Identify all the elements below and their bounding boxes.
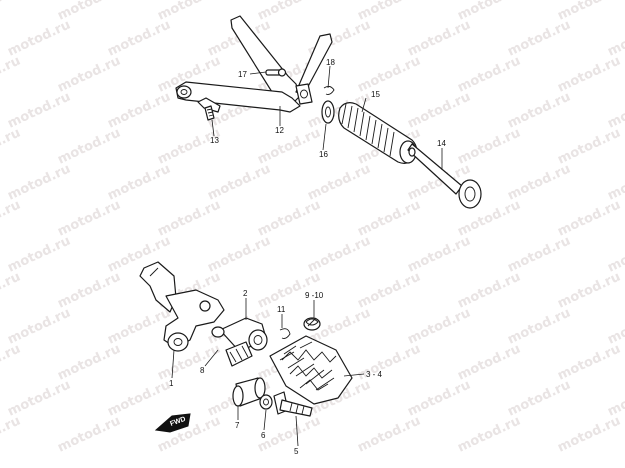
watermark-text: motod.ru [0,269,23,311]
watermark-text: motod.ru [0,125,23,167]
callout-12: 12 [275,126,284,135]
watermark-text: motod.ru [55,413,123,455]
spring-9-10 [303,317,321,331]
callout-3-4: 3 - 4 [366,370,383,379]
shaft-2 [211,317,268,353]
watermark-text: motod.ru [455,413,523,455]
callouts: 17 18 15 14 16 12 13 2 11 9 -10 8 1 7 6 … [169,58,446,456]
callout-7: 7 [235,421,240,430]
footrest-bracket-12 [175,15,333,113]
callout-2: 2 [243,289,248,298]
clip-18 [323,85,335,95]
washer-6 [259,394,273,410]
footrest-3-4 [269,335,353,405]
watermark-text: motod.ru [255,413,323,455]
callout-6: 6 [261,431,266,440]
fwd-arrow-icon: FWD [154,413,191,433]
washer-16 [321,100,335,124]
watermark-text: motod.ru [0,53,23,95]
callout-13: 13 [210,136,219,145]
callout-11: 11 [277,305,286,314]
pin-17 [265,68,287,77]
callout-18: 18 [326,58,335,67]
footrest-peg-14 [407,143,482,209]
footrest-bracket-1 [139,261,225,352]
callout-16: 16 [319,150,328,159]
watermark-text: motod.ru [0,413,23,455]
callout-5: 5 [294,447,299,456]
watermark-text: motod.ru [0,341,23,383]
bolt-13 [197,97,221,121]
callout-1: 1 [169,379,174,388]
callout-14: 14 [437,139,446,148]
callout-15: 15 [371,90,380,99]
callout-9-10: 9 -10 [305,291,324,300]
watermark-text: motod.ru [0,0,23,24]
watermark-text: motod.ru [555,413,623,455]
callout-8: 8 [200,366,205,375]
watermark-text: motod.ru [355,413,423,455]
spring-8 [225,341,253,367]
callout-17: 17 [238,70,247,79]
bolt-5 [273,391,313,417]
bush-7 [232,377,266,407]
clip-11 [279,328,291,339]
watermark-text: motod.ru [0,197,23,239]
leader-lines [171,65,443,447]
